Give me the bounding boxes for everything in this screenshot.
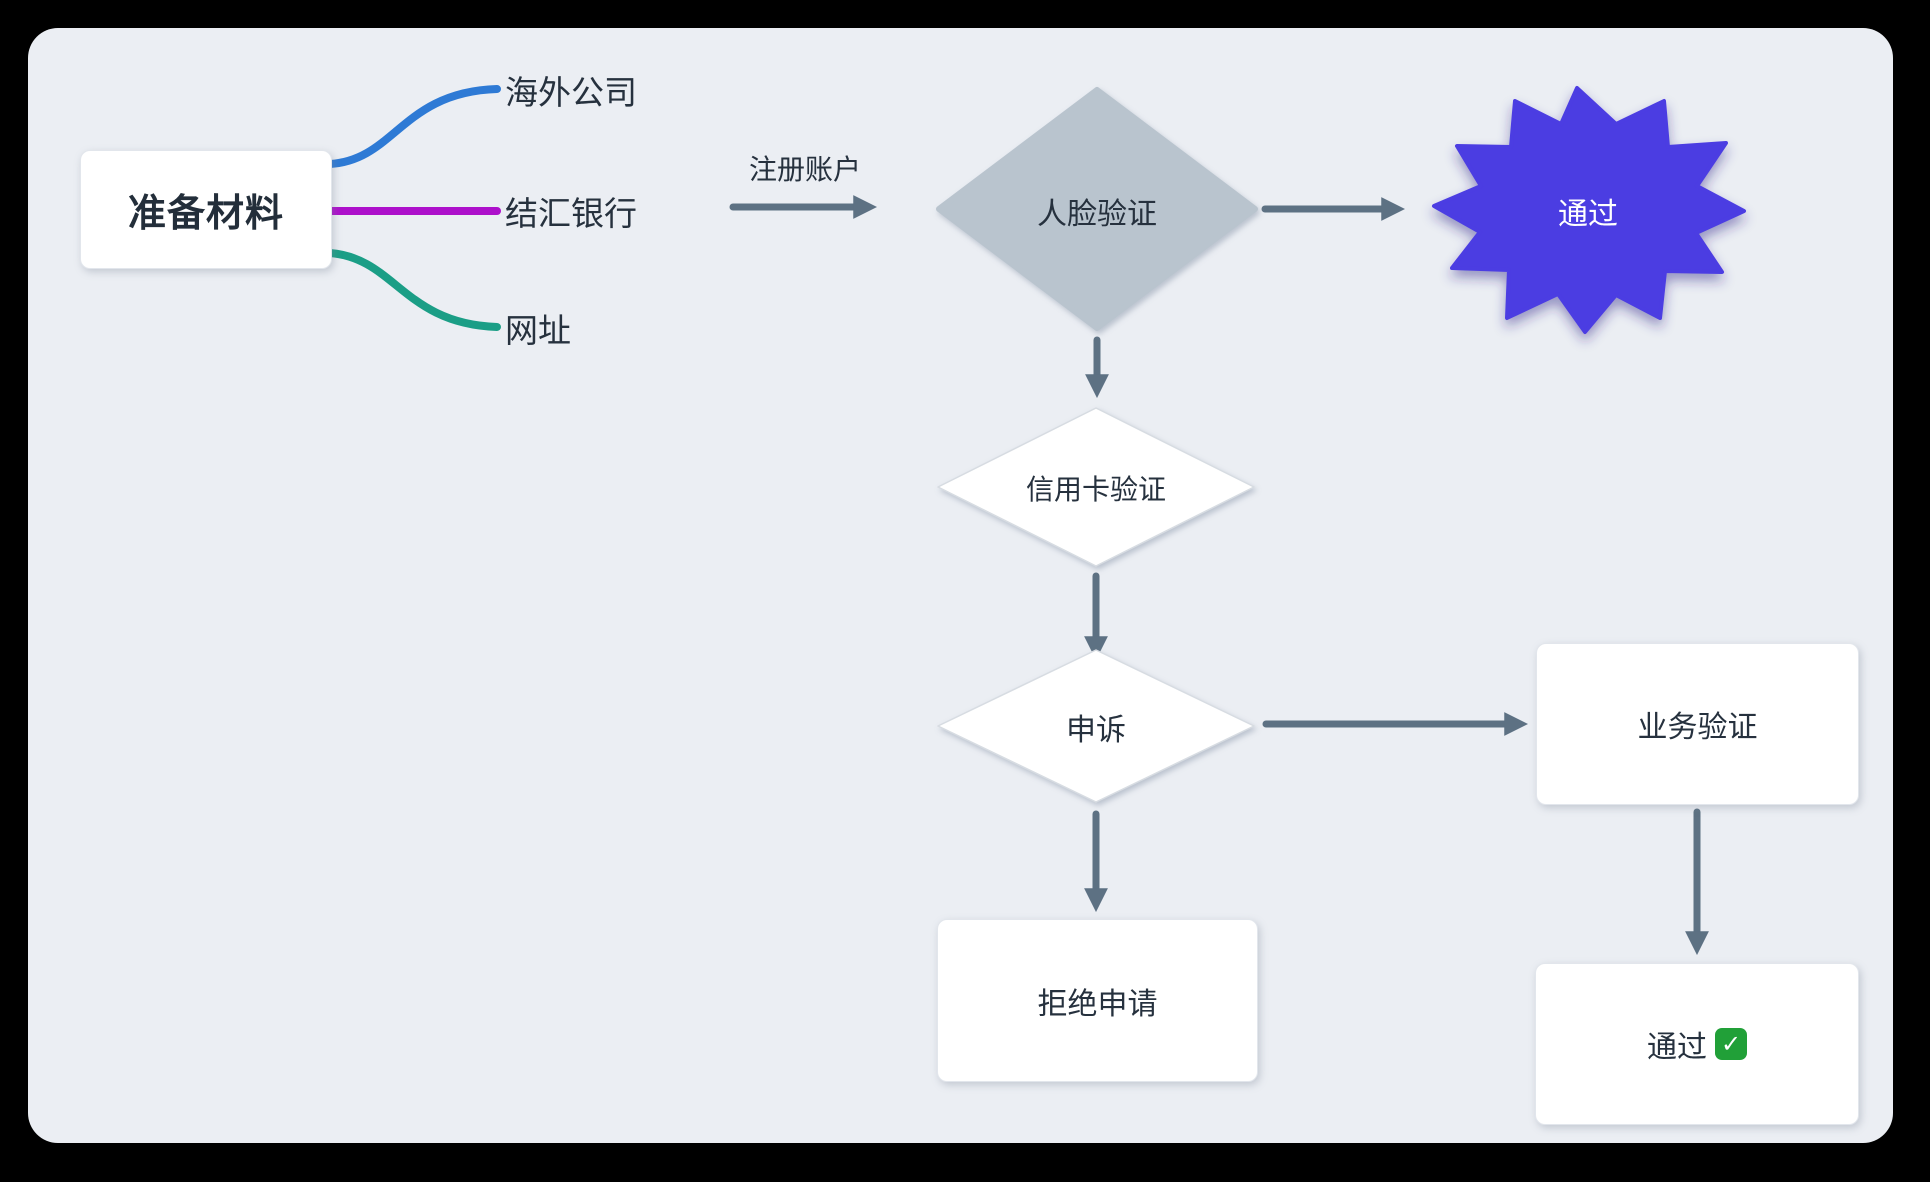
node-appeal-shape[interactable] <box>937 649 1255 803</box>
reject-application-label: 拒绝申请 <box>1037 987 1158 1021</box>
node-face-verification-shape[interactable] <box>936 87 1258 331</box>
branch-label-website[interactable]: 网址 <box>505 312 571 349</box>
face-verification-label: 人脸验证 <box>1037 198 1157 231</box>
branch-line-overseas-company[interactable] <box>326 85 501 168</box>
branch-label-overseas-company[interactable]: 海外公司 <box>505 74 637 111</box>
node-pass-final[interactable]: 通过 ✓ <box>1535 963 1859 1125</box>
node-pass-star-shape[interactable] <box>1432 86 1746 334</box>
check-emoji-icon: ✓ <box>1715 1028 1747 1060</box>
branch-label-settlement-bank[interactable]: 结汇银行 <box>505 195 637 232</box>
credit-card-verification-label: 信用卡验证 <box>1025 474 1167 505</box>
pass-star-label: 通过 <box>1558 198 1618 231</box>
business-verification-label: 业务验证 <box>1637 711 1758 744</box>
node-reject-application[interactable]: 拒绝申请 <box>937 919 1258 1082</box>
appeal-label: 申诉 <box>1066 714 1126 747</box>
pass-final-label: 通过 <box>1647 1031 1707 1064</box>
node-business-verification[interactable]: 业务验证 <box>1536 643 1859 805</box>
edge-label-register-account: 注册账户 <box>748 154 862 185</box>
branch-line-website[interactable] <box>326 249 501 331</box>
prepare-materials-label: 准备材料 <box>127 193 284 235</box>
node-prepare-materials[interactable]: 准备材料 <box>80 150 332 269</box>
node-credit-card-verification-shape[interactable] <box>937 407 1255 567</box>
